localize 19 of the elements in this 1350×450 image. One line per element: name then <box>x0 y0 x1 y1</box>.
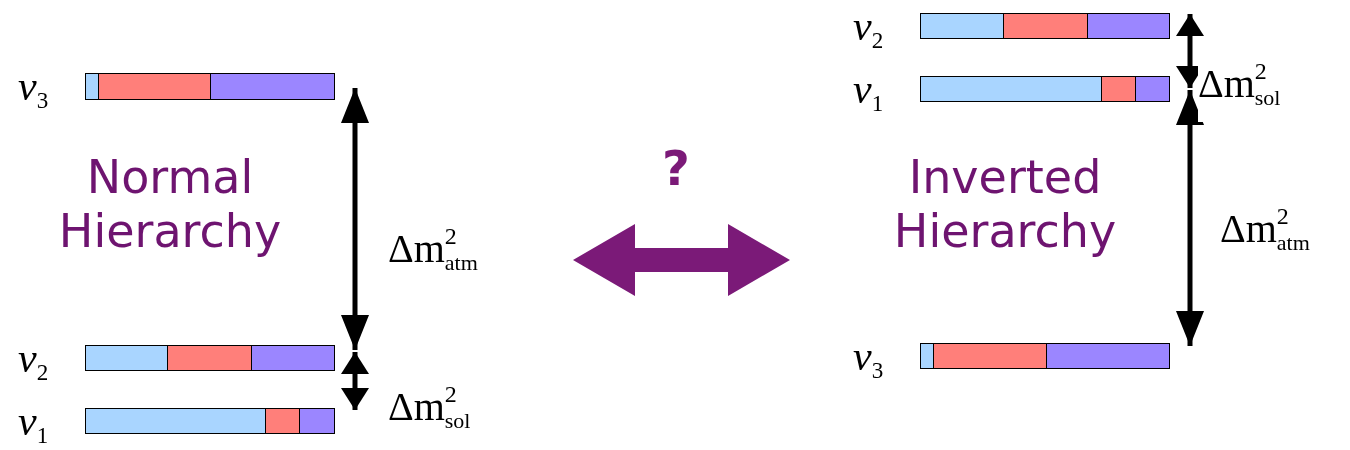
hierarchy-label: Normal Hierarchy <box>30 150 310 270</box>
double-arrow <box>1176 90 1204 346</box>
neutrino-label: ν$_{1}$ <box>18 398 49 450</box>
mass-bar <box>920 343 1170 369</box>
mass-bar <box>85 73 335 100</box>
hierarchy-label: Inverted Hierarchy <box>860 150 1150 270</box>
mass-bar <box>920 76 1170 102</box>
question-mark: ? <box>662 140 690 196</box>
mass-bar <box>85 345 335 371</box>
neutrino-label: ν$_{3}$ <box>18 63 49 116</box>
neutrino-label: ν$_{3}$ <box>853 333 884 386</box>
double-arrow <box>341 88 369 350</box>
mass-bar <box>920 13 1170 39</box>
mass-bar <box>85 408 335 434</box>
double-arrow <box>341 352 369 410</box>
neutrino-label: ν$_{2}$ <box>853 3 884 56</box>
neutrino-label: ν$_{2}$ <box>18 335 49 388</box>
neutrino-label: ν$_{1}$ <box>853 66 884 119</box>
double-arrow <box>1176 14 1204 88</box>
